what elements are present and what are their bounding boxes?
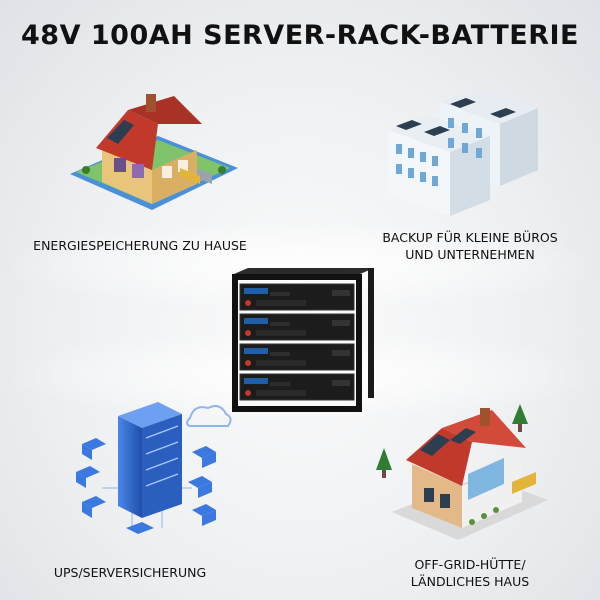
battery-rack-illustration (228, 266, 378, 414)
ups-label: UPS/SERVERSICHERUNG (53, 565, 207, 580)
offgrid-label: OFF-GRID-HÜTTE/ LÄNDLICHES HAUS (370, 556, 570, 590)
office-label-line1: BACKUP FÜR KLEINE BÜROS (382, 230, 558, 245)
offgrid-label-line2: LÄNDLICHES HAUS (410, 574, 530, 589)
server-illustration (62, 398, 232, 548)
office-illustration (380, 88, 540, 224)
home-illustration (62, 88, 242, 218)
offgrid-house-illustration (372, 404, 552, 544)
office-label-line2: UND UNTERNEHMEN (405, 247, 535, 262)
office-label: BACKUP FÜR KLEINE BÜROS UND UNTERNEHMEN (360, 229, 580, 263)
home-label: ENERGIESPEICHERUNG ZU HAUSE (33, 238, 247, 253)
offgrid-label-line1: OFF-GRID-HÜTTE/ (414, 557, 526, 572)
page-title: 48V 100AH SERVER-RACK-BATTERIE (21, 20, 579, 51)
